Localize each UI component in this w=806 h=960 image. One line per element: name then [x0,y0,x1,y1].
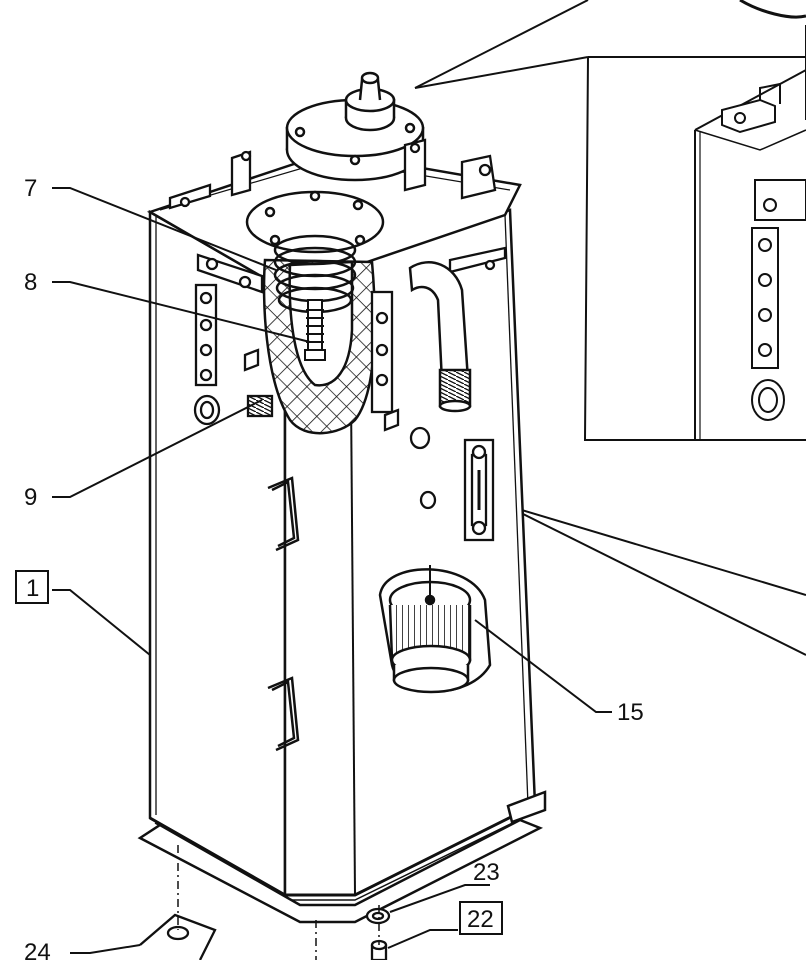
callout-9: 9 [24,484,37,511]
callout-24: 24 [24,939,51,960]
leader-23 [389,884,490,913]
handles [267,476,300,752]
leader-9 [52,399,263,498]
callout-15: 15 [617,699,644,726]
inset-leader-lines [414,0,806,656]
clamp-strap-left [194,253,264,387]
strainer-flange [245,190,385,254]
inset-strap [751,227,779,369]
inset-fitting [751,379,785,421]
base-skid [137,790,547,924]
centerlines [177,845,380,960]
leader-24 [70,944,141,954]
leader-1 [52,589,151,656]
bottom-hardware [139,907,391,960]
detail-inset [583,0,806,441]
clamp-strap-right [370,290,394,414]
strainer-cutaway [262,234,376,435]
callout-leaders [52,187,612,954]
callout-1: 1 [26,575,39,602]
leader-8 [52,281,311,343]
callout-1-box [15,570,49,604]
leader-7 [52,187,277,271]
callout-22: 22 [467,906,494,933]
inset-bracket [721,82,781,134]
filler-cap-assembly [285,71,425,182]
top-brackets [168,138,507,274]
callout-23: 23 [473,859,500,886]
body-fittings [193,348,437,510]
leader-22 [387,929,458,949]
callout-22-box [459,901,503,935]
strainer-rod [304,299,326,361]
suction-filter [378,565,492,694]
sight-gauge [463,438,495,542]
leader-15 [474,619,612,713]
callout-8: 8 [24,269,37,296]
callout-labels: 7 8 9 1 15 23 22 24 [15,175,644,960]
callout-7: 7 [24,175,37,202]
return-hose [408,261,472,413]
